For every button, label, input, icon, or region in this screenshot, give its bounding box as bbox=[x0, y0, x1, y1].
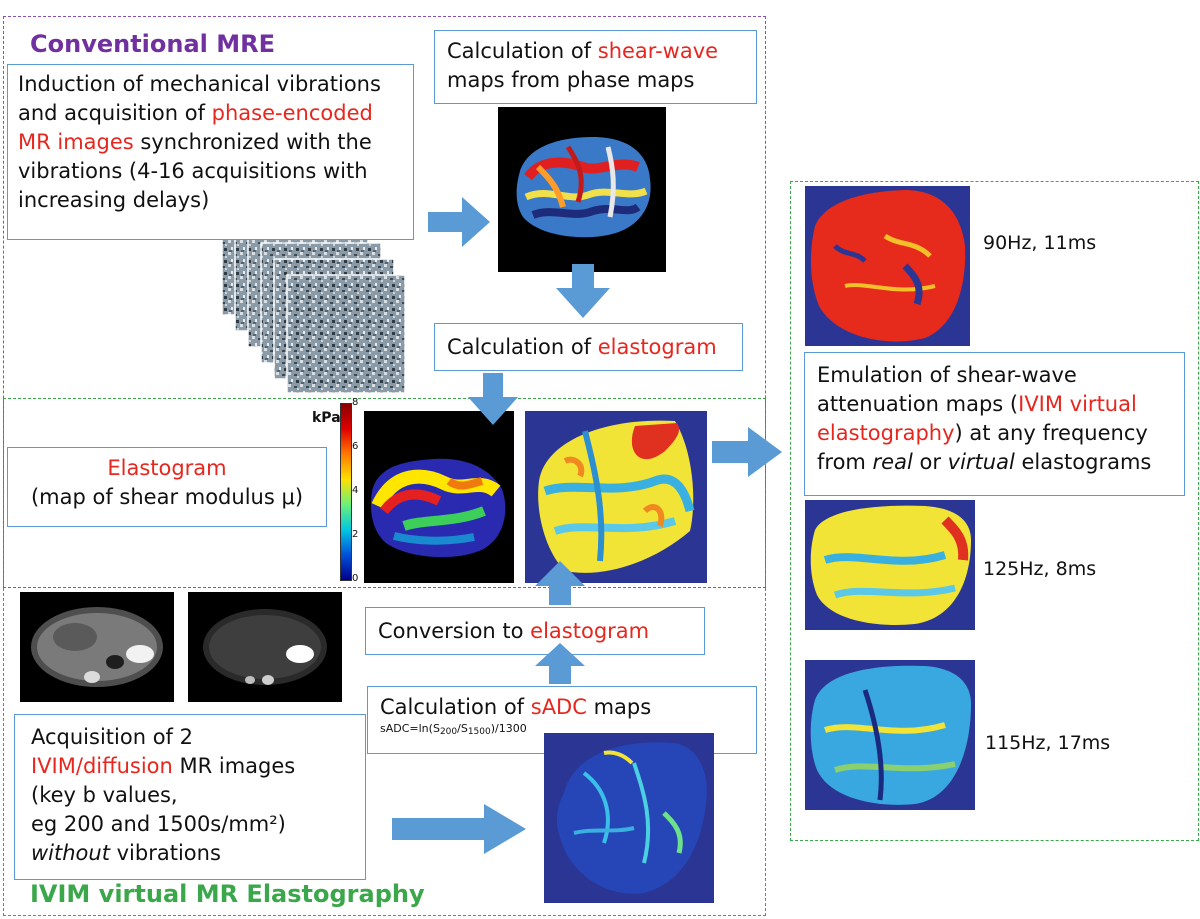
emulation-text-4: elastograms bbox=[1014, 450, 1152, 474]
freq-label-90hz: 90Hz, 11ms bbox=[983, 232, 1097, 254]
freq-label-125hz: 125Hz, 8ms bbox=[983, 558, 1097, 580]
shearwave-box: Calculation of shear-wave maps from phas… bbox=[434, 30, 757, 104]
attenuation-map-115hz bbox=[805, 660, 975, 810]
sadc-text: Calculation of bbox=[380, 695, 531, 719]
conversion-box: Conversion to elastogram bbox=[365, 607, 705, 655]
elastogram-calc-box: Calculation of elastogram bbox=[434, 323, 743, 371]
acquisition-line-2: MR images bbox=[172, 754, 296, 778]
emulation-box: Emulation of shear-wave attenuation maps… bbox=[804, 352, 1185, 496]
induction-text: Induction of mechanical vibrations and a… bbox=[18, 72, 381, 125]
emulation-text: Emulation of shear-wave attenuation maps… bbox=[817, 363, 1077, 416]
acquisition-line-1: Acquisition of 2 bbox=[31, 725, 193, 749]
virtual-mre-title: IVIM virtual MR Elastography bbox=[30, 880, 425, 908]
sadc-formula: sADC=ln(S200/S1500)/1300 bbox=[380, 722, 527, 737]
acquisition-line-4: eg 200 and 1500s/mm²) bbox=[31, 812, 286, 836]
sadc-highlight: sADC bbox=[530, 695, 587, 719]
emulation-text-3: or bbox=[912, 450, 948, 474]
mr-image-b200 bbox=[20, 592, 174, 702]
induction-box: Induction of mechanical vibrations and a… bbox=[7, 64, 414, 240]
emulation-text-2: ) at any frequency from bbox=[817, 421, 1148, 474]
arrow-right-2 bbox=[712, 427, 782, 477]
elastogram-calc-text: Calculation of bbox=[447, 335, 598, 359]
shearwave-highlight: shear-wave bbox=[597, 39, 719, 63]
emulation-virtual: virtual bbox=[947, 450, 1015, 474]
colorbar-tick: 4 bbox=[352, 485, 359, 496]
shearwave-map-image bbox=[498, 107, 666, 272]
emulation-highlight: IVIM virtual elastography bbox=[817, 392, 1137, 445]
arrow-up-1 bbox=[535, 561, 585, 605]
arrow-down-1 bbox=[556, 264, 610, 318]
colorbar-tick: 0 bbox=[352, 573, 359, 584]
mr-image-b1500 bbox=[188, 592, 342, 702]
real-elastogram-image bbox=[364, 411, 514, 583]
sadc-text-end: maps bbox=[586, 695, 652, 719]
conventional-mre-title: Conventional MRE bbox=[30, 30, 276, 58]
arrow-up-2 bbox=[535, 643, 585, 684]
induction-text-end: synchronized with the vibrations (4-16 a… bbox=[18, 130, 372, 212]
shearwave-text-end: maps from phase maps bbox=[447, 68, 695, 92]
colorbar-tick-labels: 8 6 4 2 0 bbox=[352, 398, 364, 584]
emulation-real: real bbox=[872, 450, 913, 474]
acquisition-box: Acquisition of 2 IVIM/diffusion MR image… bbox=[14, 714, 366, 880]
phase-image bbox=[286, 274, 406, 394]
acquisition-highlight: IVIM/diffusion bbox=[31, 754, 173, 778]
elastogram-def-title: Elastogram bbox=[107, 456, 227, 480]
elastogram-def-subtitle: (map of shear modulus μ) bbox=[30, 485, 304, 509]
acquisition-line-3: (key b values, bbox=[31, 783, 178, 807]
arrow-right-3 bbox=[392, 804, 526, 854]
elastogram-calc-highlight: elastogram bbox=[597, 335, 717, 359]
attenuation-map-90hz bbox=[805, 186, 970, 346]
conventional-mre-frame bbox=[3, 16, 766, 588]
emulation-frame bbox=[790, 181, 1199, 841]
colorbar bbox=[340, 403, 352, 581]
colorbar-tick: 2 bbox=[352, 529, 359, 540]
sadc-map-image bbox=[544, 733, 714, 903]
arrow-down-2 bbox=[468, 373, 518, 425]
elastogram-def-box: Elastogram (map of shear modulus μ) bbox=[7, 447, 327, 527]
arrow-right-1 bbox=[428, 197, 490, 247]
virtual-elastogram-image bbox=[525, 411, 707, 583]
conversion-text: Conversion to bbox=[378, 619, 531, 643]
colorbar-unit: kPa bbox=[312, 410, 341, 426]
acquisition-line-5: vibrations bbox=[109, 841, 221, 865]
colorbar-tick: 6 bbox=[352, 441, 359, 452]
induction-highlight: phase-encoded MR images bbox=[18, 101, 373, 154]
shearwave-text: Calculation of bbox=[447, 39, 598, 63]
conversion-highlight: elastogram bbox=[530, 619, 650, 643]
acquisition-without: without bbox=[31, 841, 110, 865]
attenuation-map-125hz bbox=[805, 500, 975, 630]
virtual-mre-frame bbox=[3, 398, 766, 916]
freq-label-115hz: 115Hz, 17ms bbox=[985, 732, 1111, 754]
colorbar-tick: 8 bbox=[352, 397, 359, 408]
